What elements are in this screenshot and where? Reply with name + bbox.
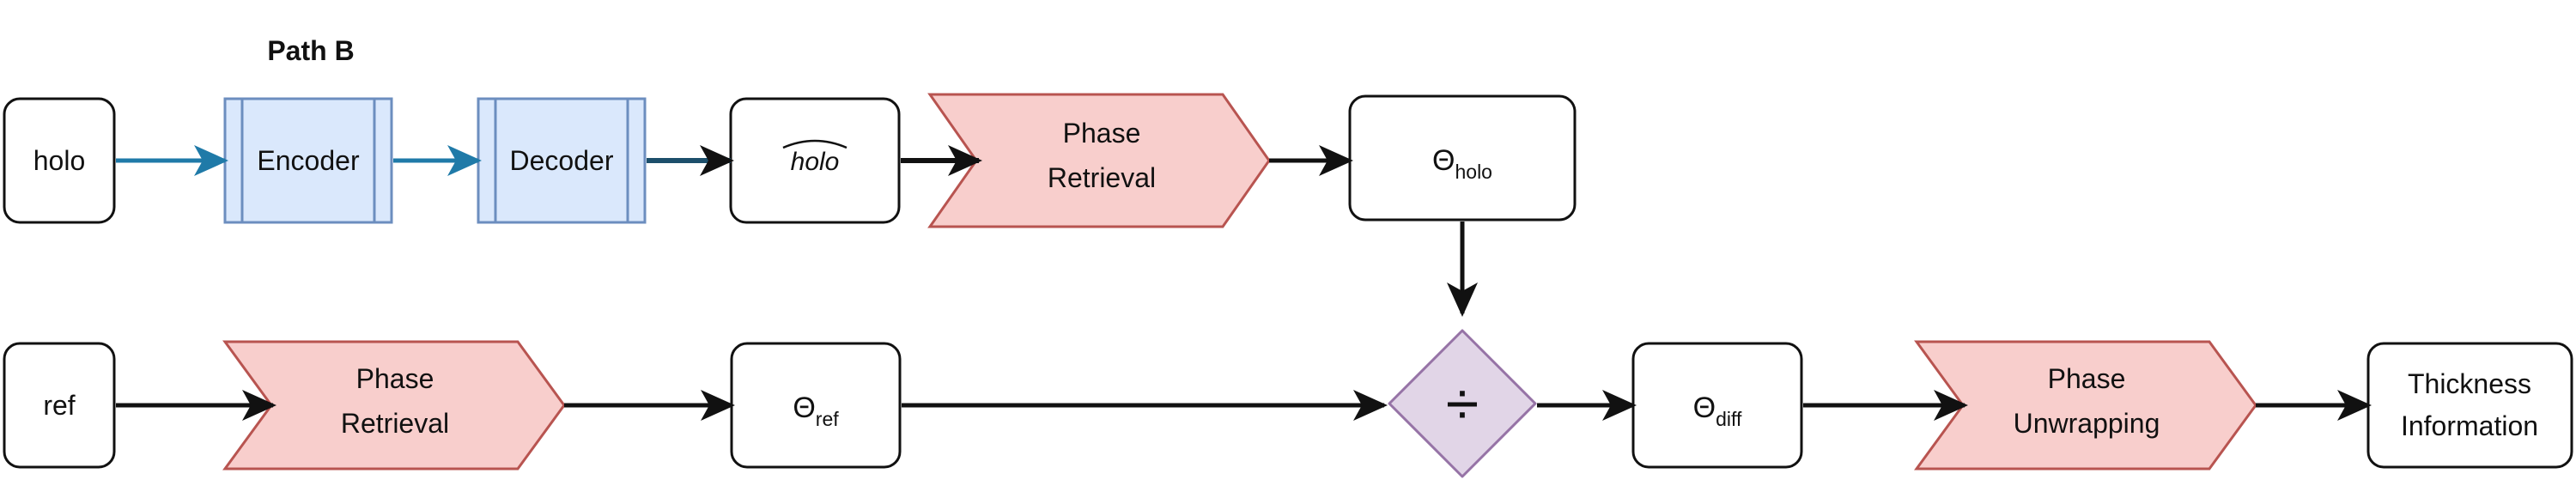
theta-ref-text: Θref xyxy=(793,392,839,430)
holo-label: holo xyxy=(33,145,86,176)
thickness-line1: Thickness xyxy=(2408,368,2531,399)
decoder-label: Decoder xyxy=(510,145,614,176)
divide-node: ÷ xyxy=(1388,329,1537,478)
decoder-block: Decoder xyxy=(477,97,647,224)
ref-label: ref xyxy=(43,390,75,421)
thickness-line2: Information xyxy=(2401,410,2538,441)
encoder-block: Encoder xyxy=(223,97,393,224)
holo-node: holo xyxy=(3,97,116,224)
theta-diff-text: Θdiff xyxy=(1693,392,1742,430)
divide-symbol: ÷ xyxy=(1446,370,1479,437)
theta-ref-subscript: ref xyxy=(816,408,839,430)
theta-ref-symbol: Θ xyxy=(793,392,815,424)
phase-retrieval-bottom-line1: Phase xyxy=(356,363,434,394)
encoder-label: Encoder xyxy=(257,145,360,176)
thickness-information-node: Thickness Information xyxy=(2366,342,2573,469)
phase-unwrapping-block: Phase Unwrapping xyxy=(1914,340,2257,471)
theta-diff-subscript: diff xyxy=(1716,408,1742,430)
theta-holo-text: Θholo xyxy=(1432,144,1492,183)
phase-retrieval-top-line2: Retrieval xyxy=(1048,162,1156,193)
theta-holo-symbol: Θ xyxy=(1432,144,1455,177)
phase-retrieval-bottom-block: Phase Retrieval xyxy=(222,340,566,471)
phase-retrieval-top-line1: Phase xyxy=(1063,118,1141,149)
ref-node: ref xyxy=(3,342,116,469)
diagram-title: Path B xyxy=(267,35,354,66)
phase-unwrapping-line1: Phase xyxy=(2048,363,2126,394)
phase-unwrapping-line2: Unwrapping xyxy=(2014,408,2160,439)
theta-diff-symbol: Θ xyxy=(1693,392,1716,424)
theta-holo-node: Θholo xyxy=(1348,94,1577,222)
phase-retrieval-bottom-line2: Retrieval xyxy=(341,408,449,439)
holo-hat-node: holo xyxy=(729,97,901,224)
theta-holo-subscript: holo xyxy=(1455,161,1492,183)
hat-accent xyxy=(782,139,848,149)
phase-retrieval-top-block: Phase Retrieval xyxy=(927,93,1271,228)
holo-hat-label: holo xyxy=(791,148,840,176)
theta-ref-node: Θref xyxy=(730,342,902,469)
theta-diff-node: Θdiff xyxy=(1631,342,1803,469)
